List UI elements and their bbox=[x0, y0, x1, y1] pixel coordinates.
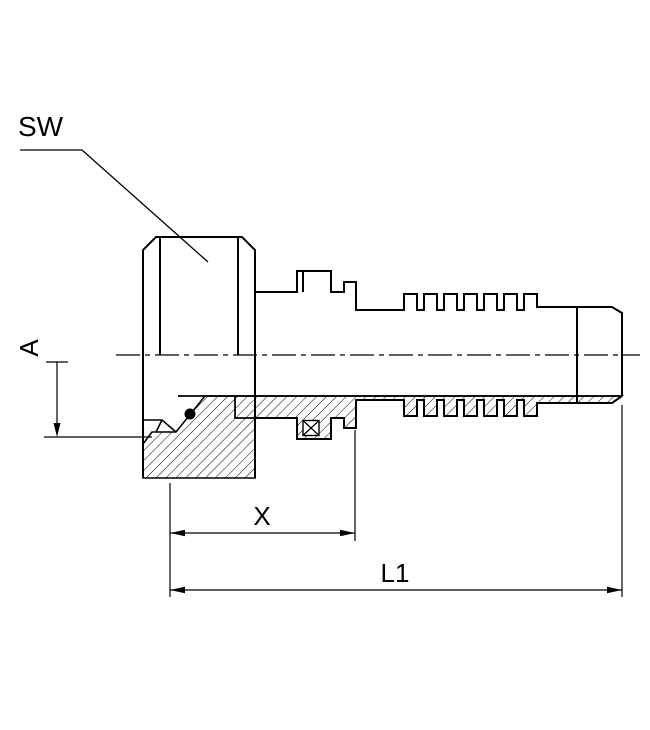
seat-detail bbox=[143, 408, 196, 433]
dimension-x-arrow-right bbox=[340, 529, 355, 537]
dimension-x: X bbox=[170, 430, 356, 541]
dimension-a-label: A bbox=[14, 339, 44, 357]
stem-lower-profile bbox=[255, 395, 623, 440]
section-hatching bbox=[142, 395, 625, 479]
sw-callout: SW bbox=[18, 111, 209, 263]
sw-label: SW bbox=[18, 111, 64, 142]
dimension-x-arrow-left bbox=[170, 529, 185, 537]
dimension-l1-label: L1 bbox=[381, 558, 410, 588]
fitting-body-outline bbox=[142, 236, 623, 478]
oring-symbol bbox=[302, 419, 320, 437]
stem-upper-profile bbox=[255, 270, 623, 396]
seat-oring-dot bbox=[184, 408, 196, 420]
dimension-l1-arrow-right bbox=[607, 586, 622, 594]
nut-outline bbox=[142, 236, 256, 478]
dimension-a: A bbox=[14, 339, 152, 438]
dimension-l1-arrow-left bbox=[170, 586, 185, 594]
sw-leader-line bbox=[20, 149, 209, 263]
flare-nose-lines bbox=[143, 419, 177, 433]
dimension-x-label: X bbox=[253, 501, 270, 531]
dimension-l1: L1 bbox=[169, 405, 623, 597]
oring-cross-line-2 bbox=[302, 420, 320, 436]
dimension-a-arrow bbox=[53, 423, 61, 437]
